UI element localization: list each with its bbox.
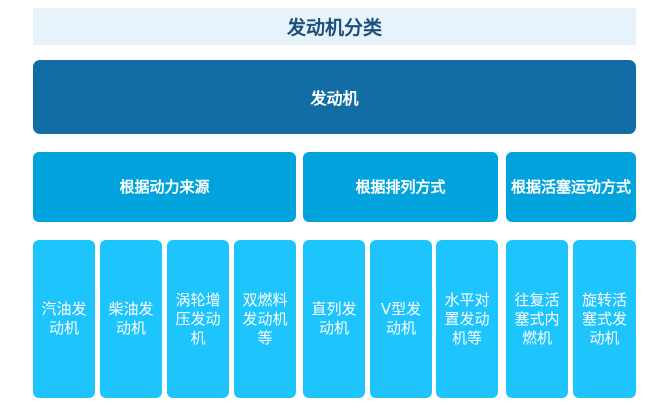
leaf-node: 水平对置发动机等 xyxy=(436,240,498,398)
category-piston-motion: 根据活塞运动方式 xyxy=(506,152,636,222)
category-arrangement: 根据排列方式 xyxy=(303,152,498,222)
root-node: 发动机 xyxy=(33,60,636,134)
category-power-source: 根据动力来源 xyxy=(33,152,296,222)
leaf-node: 往复活塞式内燃机 xyxy=(506,240,568,398)
leaf-node: 旋转活塞式发动机 xyxy=(573,240,636,398)
leaf-node: 柴油发动机 xyxy=(100,240,162,398)
diagram-title: 发动机分类 xyxy=(33,8,636,45)
leaf-node: 双燃料发动机等 xyxy=(234,240,296,398)
leaf-node: 直列发动机 xyxy=(303,240,365,398)
leaf-node: V型发动机 xyxy=(370,240,432,398)
leaf-node: 涡轮增压发动机 xyxy=(167,240,229,398)
leaf-node: 汽油发动机 xyxy=(33,240,95,398)
